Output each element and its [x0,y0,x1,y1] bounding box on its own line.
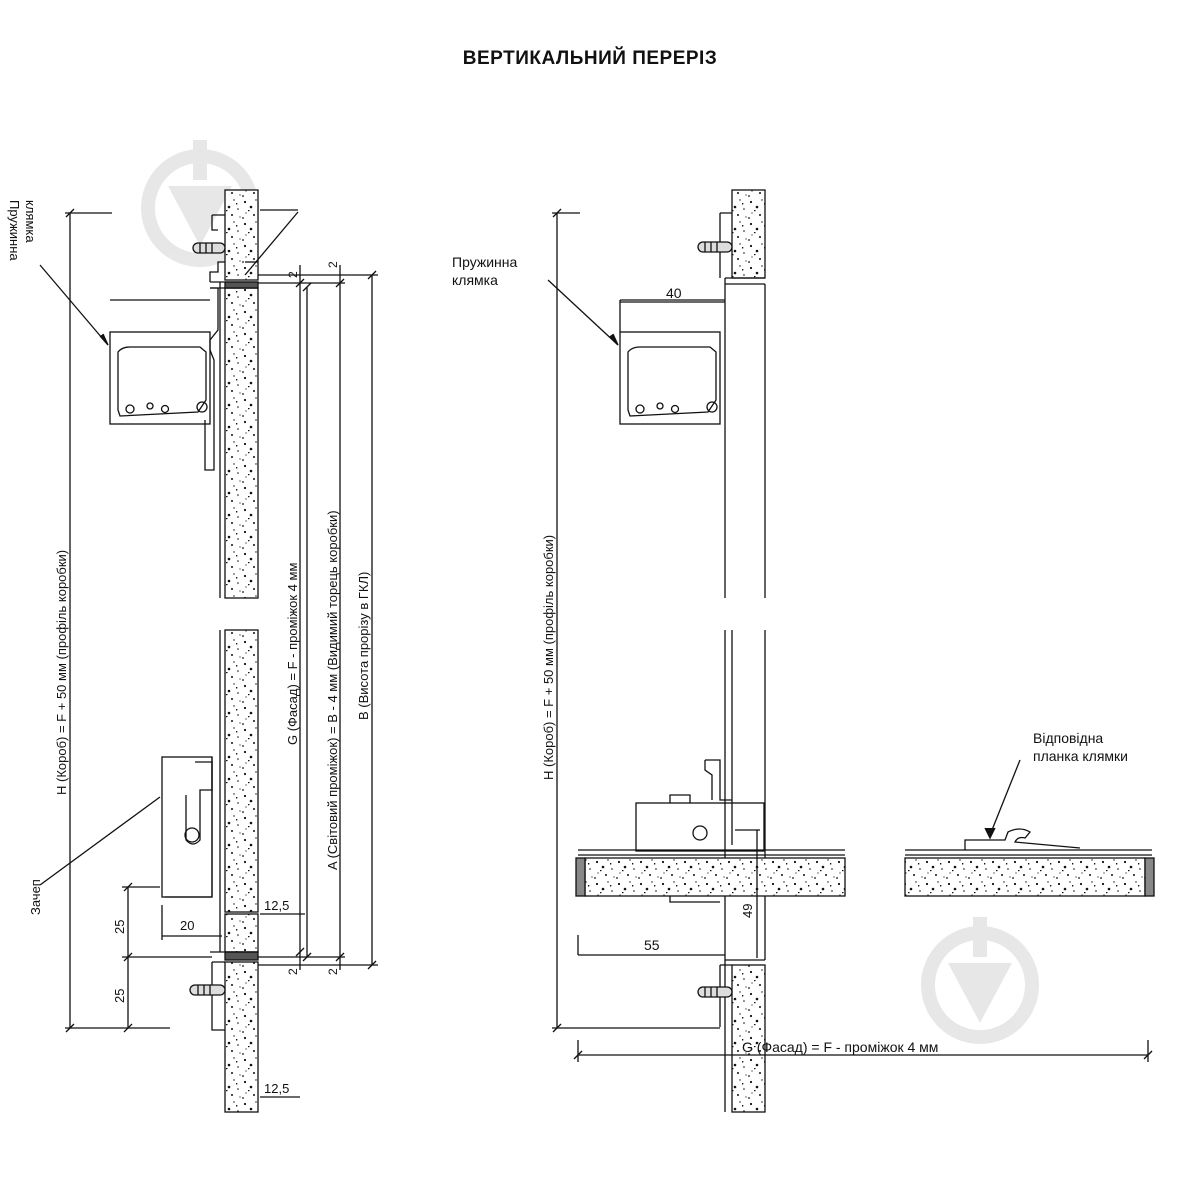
left-dim-b: B (Висота прорізу в ГКЛ) [356,572,371,720]
left-wall-lower [224,961,259,1113]
right-labels: Пружинна клямка 40 H (Короб) = F + 50 мм… [452,254,1128,1055]
left-dim-25-a: 25 [112,920,127,934]
right-catch-plate [635,802,765,852]
right-latch-label-line2: клямка [452,272,498,288]
svg-text:клямка: клямка [23,200,38,243]
right-dim-49: 49 [740,904,755,918]
right-dim-55: 55 [644,937,660,953]
left-dim-25-b: 25 [112,989,127,1003]
left-wall-upper [224,189,259,281]
left-dim-g: G (Фасад) = F - проміжок 4 мм [285,563,300,745]
right-wall-lower [731,964,766,1113]
left-latch-label-line1: Пружинна [7,200,22,261]
screw-icon [697,986,733,998]
left-labels: Пружинна клямка Зачеп H (Короб) = F + 50… [7,200,371,1096]
watermark-logo-icon [921,917,1039,1044]
left-dim-2-top-a: 2 [286,271,300,278]
left-dim-2-top-b: 2 [326,261,340,268]
left-door-panel-upper [224,287,259,599]
left-dim-a: A (Світовий проміжок) = B - 4 мм (Видими… [325,510,340,870]
left-dim-12-5-b: 12,5 [264,1081,289,1096]
right-latch-body [619,331,721,425]
left-door-bottom-block [224,913,259,953]
left-dim-20: 20 [180,918,194,933]
right-strike-label-line2: планка клямки [1033,748,1128,764]
right-door-panel [584,857,846,897]
screw-icon [697,241,733,253]
screw-icon [192,242,226,254]
right-dim-g: G (Фасад) = F - проміжок 4 мм [742,1039,938,1055]
right-strike-label-line1: Відповідна [1033,730,1103,746]
left-catch-body [161,756,213,898]
right-door-panel-end [904,857,1146,897]
right-latch-label-line1: Пружинна [452,254,517,270]
right-dim-h: H (Короб) = F + 50 мм (профіль коробки) [541,535,556,780]
left-dim-h: H (Короб) = F + 50 мм (профіль коробки) [54,550,69,795]
right-wall-upper [731,189,766,279]
left-dim-2-bot-b: 2 [326,968,340,975]
left-catch-label: Зачеп [28,879,43,915]
left-latch-body [109,331,211,425]
left-section [39,189,378,1113]
left-latch-label: Пружинна [7,200,22,261]
left-door-panel-lower [224,629,259,913]
left-latch-label-line2: клямка [23,200,38,243]
right-dim-40: 40 [666,285,682,301]
left-dim-12-5-a: 12,5 [264,898,289,913]
screw-icon [189,984,226,996]
page-title: ВЕРТИКАЛЬНИЙ ПЕРЕРІЗ [462,48,718,69]
right-section [547,189,1155,1113]
left-dim-2-bot-a: 2 [286,968,300,975]
